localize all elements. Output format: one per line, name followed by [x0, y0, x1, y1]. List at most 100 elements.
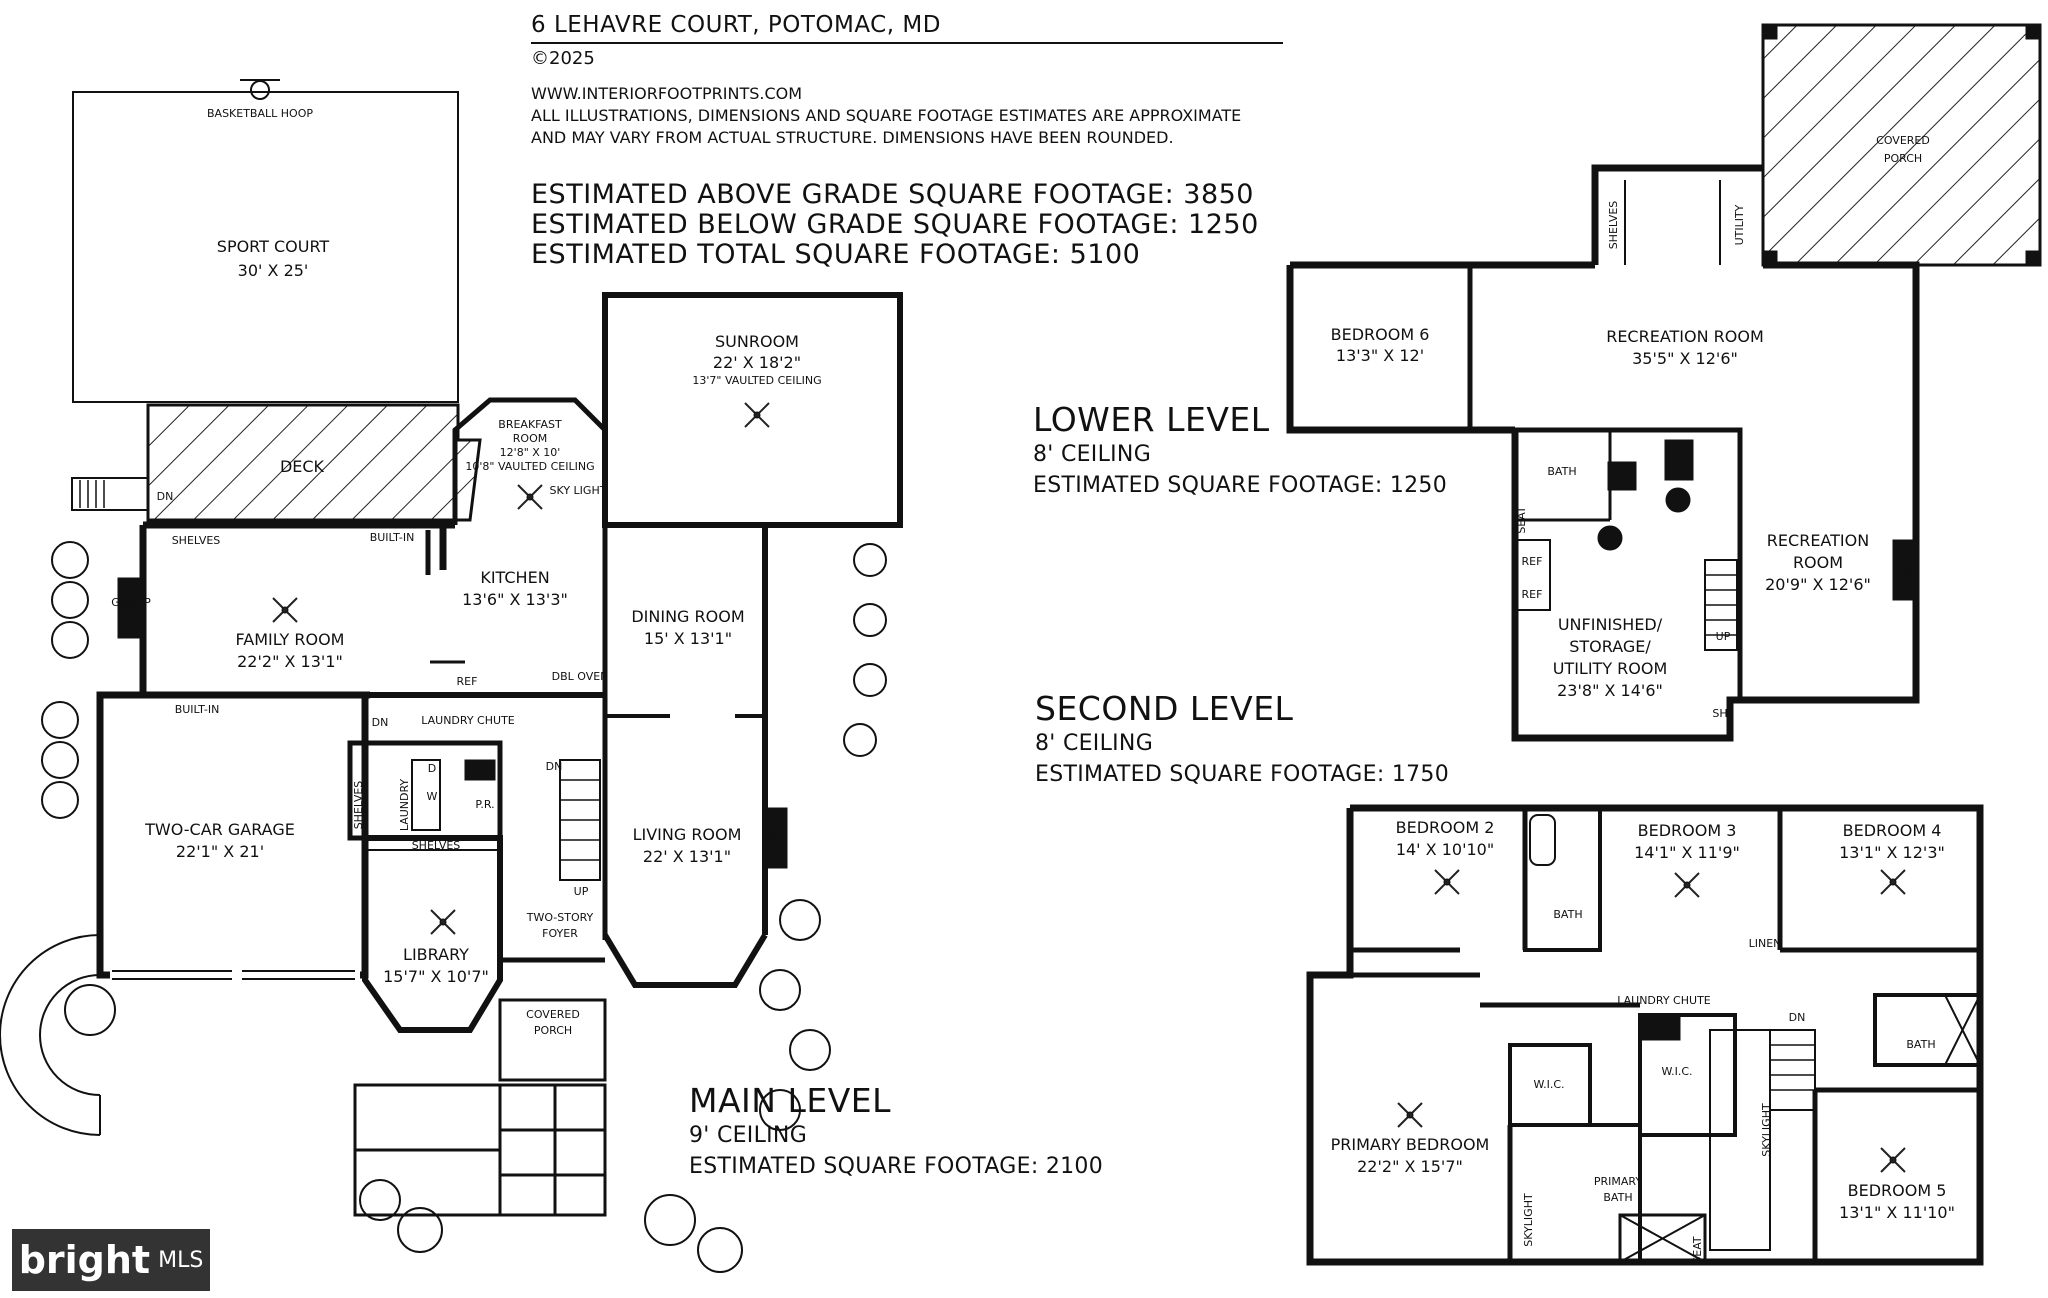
garage-shelves-label: SHELVES [352, 781, 365, 830]
foyer-up-label: UP [574, 885, 589, 898]
basketball-hoop [250, 80, 270, 100]
dining-room-dims: 15' X 13'1" [644, 629, 732, 648]
foyer-label-2: FOYER [542, 927, 578, 940]
lower-shelves-label: SHELVES [1607, 201, 1620, 250]
garage-label: TWO-CAR GARAGE [144, 820, 295, 839]
total-sqft: ESTIMATED TOTAL SQUARE FOOTAGE: 5100 [531, 239, 1141, 270]
below-grade-sqft: ESTIMATED BELOW GRADE SQUARE FOOTAGE: 12… [531, 209, 1259, 240]
bedroom-4-label: BEDROOM 4 [1843, 821, 1942, 840]
primary-bedroom-dims: 22'2" X 15'7" [1357, 1157, 1463, 1176]
second-bath-1-label: BATH [1553, 908, 1582, 921]
lower-up-label: UP [1716, 630, 1731, 643]
lower-seat-label: SEAT [1515, 506, 1528, 534]
laundry-label: LAUNDRY [398, 779, 411, 832]
second-laundry-chute-label: LAUNDRY CHUTE [1617, 994, 1711, 1007]
primary-shower [1618, 1213, 1707, 1264]
website: WWW.INTERIORFOOTPRINTS.COM [531, 84, 803, 103]
bedroom-3-dims: 14'1" X 11'9" [1634, 843, 1740, 862]
dryer-label: D [428, 762, 436, 775]
lower-ref-2-label: REF [1522, 588, 1543, 601]
sunroom-dims: 22' X 18'2" [713, 353, 801, 372]
lower-sh-label: SH [1712, 707, 1727, 720]
lower-level-sqft: ESTIMATED SQUARE FOOTAGE: 1250 [1033, 473, 1448, 498]
gas-fp-label: GAS FP [111, 596, 151, 609]
bedroom-5-dims: 13'1" X 11'10" [1839, 1203, 1955, 1222]
family-room-label: FAMILY ROOM [236, 630, 345, 649]
second-dn-label: DN [1789, 1011, 1806, 1024]
above-grade-sqft: ESTIMATED ABOVE GRADE SQUARE FOOTAGE: 38… [531, 179, 1254, 210]
bedroom-6-dims: 13'3" X 12' [1336, 346, 1424, 365]
bedroom-3-label: BEDROOM 3 [1638, 821, 1737, 840]
living-fp-label: FP [766, 832, 779, 845]
logo-mls: MLS [158, 1247, 204, 1273]
unfinished-dims: 23'8" X 14'6" [1557, 681, 1663, 700]
recreation-room-label: RECREATION ROOM [1606, 327, 1764, 346]
breakfast-label-2: ROOM [513, 432, 547, 445]
lower-fp-label: FP [1900, 565, 1913, 578]
deck-dn-label: DN [157, 490, 174, 503]
disclaimer-line-2: AND MAY VARY FROM ACTUAL STRUCTURE. DIME… [531, 128, 1174, 147]
recreation-room-2-label-1: RECREATION [1767, 531, 1869, 550]
property-address: 6 LEHAVRE COURT, POTOMAC, MD [531, 12, 941, 38]
logo-brand: bright [18, 1238, 151, 1282]
lower-utility-label: UTILITY [1733, 204, 1746, 245]
bedroom-4-dims: 13'1" X 12'3" [1839, 843, 1945, 862]
garage-dims: 22'1" X 21' [176, 842, 264, 861]
lower-porch-label-1: COVERED [1876, 134, 1930, 147]
sport-court [72, 91, 459, 403]
wic-1-label: W.I.C. [1533, 1078, 1564, 1091]
foyer-label-1: TWO-STORY [526, 911, 594, 924]
bedroom-2-label: BEDROOM 2 [1396, 818, 1495, 837]
garage-built-in-label: BUILT-IN [175, 703, 220, 716]
driveway-arc [0, 934, 101, 1136]
sunroom-note: 13'7" VAULTED CEILING [692, 374, 821, 387]
dining-room-label: DINING ROOM [631, 607, 744, 626]
unfinished-label-2: STORAGE/ [1569, 637, 1651, 656]
main-level-labels: BASKETBALL HOOP SPORT COURT 30' X 25' DE… [111, 107, 821, 1037]
second-level-labels: BEDROOM 2 14' X 10'10" BEDROOM 3 14'1" X… [1331, 818, 1955, 1264]
wic-2-label: W.I.C. [1661, 1065, 1692, 1078]
foyer-dn-label: DN [546, 760, 563, 773]
deck [146, 403, 482, 522]
library-shelves-label: SHELVES [412, 839, 461, 852]
breakfast-label-1: BREAKFAST [498, 418, 562, 431]
main-porch-label-1: COVERED [526, 1008, 580, 1021]
sport-court-label: SPORT COURT [217, 237, 330, 256]
sport-court-dims: 30' X 25' [238, 261, 309, 280]
lower-level-caption: LOWER LEVEL 8' CEILING ESTIMATED SQUARE … [1033, 401, 1447, 501]
family-shelves-label: SHELVES [172, 534, 221, 547]
library-label: LIBRARY [403, 945, 469, 964]
family-room-dims: 22'2" X 13'1" [237, 652, 343, 671]
library-dims: 15'7" X 10'7" [383, 967, 489, 986]
copyright: ©2025 [531, 48, 595, 69]
recreation-room-dims: 35'5" X 12'6" [1632, 349, 1738, 368]
unfinished-label-3: UTILITY ROOM [1553, 659, 1668, 678]
basketball-hoop-label: BASKETBALL HOOP [207, 107, 313, 120]
primary-bath-label-2: BATH [1603, 1191, 1632, 1204]
bright-mls-logo: bright MLS [12, 1229, 210, 1291]
second-seat-label: SEAT [1691, 1236, 1704, 1264]
main-covered-porch [498, 998, 607, 1082]
living-room-label: LIVING ROOM [633, 825, 742, 844]
lower-covered-porch [1761, 23, 2042, 267]
main-level-title: MAIN LEVEL [689, 1081, 892, 1120]
lower-level-title: LOWER LEVEL [1033, 400, 1270, 439]
main-level-plan [0, 79, 903, 1273]
recreation-room-2-label-2: ROOM [1793, 553, 1843, 572]
second-level-title: SECOND LEVEL [1035, 689, 1294, 728]
dbl-oven-label: DBL OVEN [552, 670, 609, 683]
sunroom [602, 292, 903, 528]
second-level-sqft: ESTIMATED SQUARE FOOTAGE: 1750 [1035, 762, 1450, 787]
lower-level-labels: COVERED PORCH SHELVES UTILITY BEDROOM 6 … [1331, 134, 1930, 720]
second-level-caption: SECOND LEVEL 8' CEILING ESTIMATED SQUARE… [1035, 690, 1449, 790]
main-level-ceiling: 9' CEILING [689, 1123, 808, 1148]
linen-label: LINEN [1749, 937, 1782, 950]
kitchen-ref-label: REF [457, 675, 478, 688]
breakfast-note: 10'8" VAULTED CEILING [465, 460, 594, 473]
washer-label: W [427, 790, 438, 803]
primary-bedroom-label: PRIMARY BEDROOM [1331, 1135, 1490, 1154]
lower-level-ceiling: 8' CEILING [1033, 442, 1152, 467]
second-level-ceiling: 8' CEILING [1035, 731, 1154, 756]
sunroom-label: SUNROOM [715, 332, 799, 351]
